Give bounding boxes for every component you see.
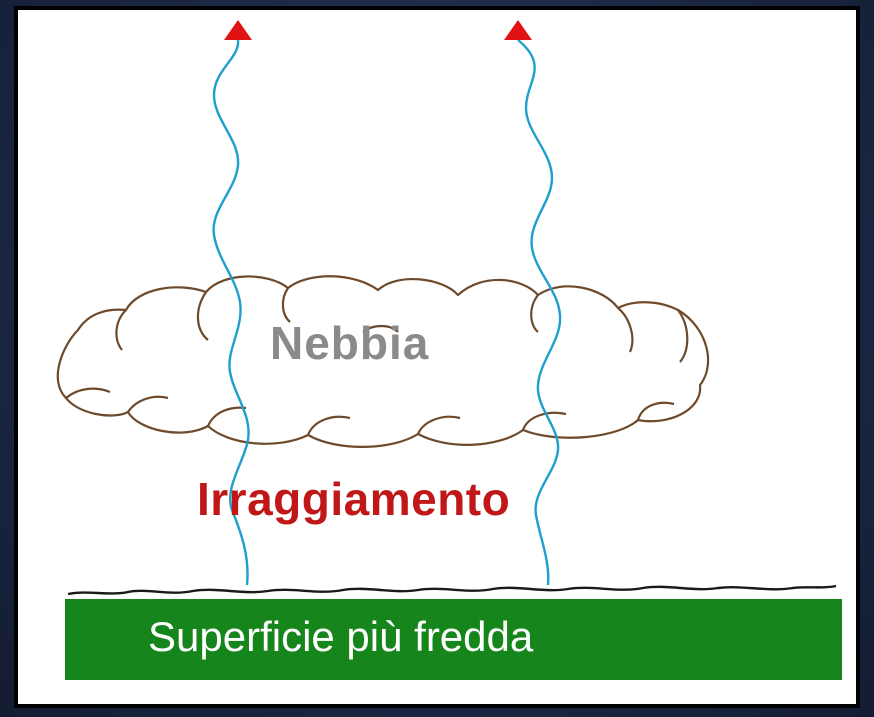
surface-label: Superficie più fredda <box>148 613 534 660</box>
arrow-head-left-icon <box>224 20 252 40</box>
radiation-label: Irraggiamento <box>197 473 511 525</box>
radiation-ray-right <box>517 39 562 586</box>
diagram-frame: Nebbia Irraggiamento Superficie più fred… <box>14 6 860 708</box>
diagram-canvas <box>56 20 837 596</box>
cold-surface: Superficie più fredda <box>65 599 842 680</box>
ground-line <box>67 584 837 596</box>
radiation-ray-left <box>212 39 250 586</box>
arrow-head-right-icon <box>504 20 532 40</box>
fog-label: Nebbia <box>270 317 430 369</box>
fog-cloud <box>56 275 710 448</box>
